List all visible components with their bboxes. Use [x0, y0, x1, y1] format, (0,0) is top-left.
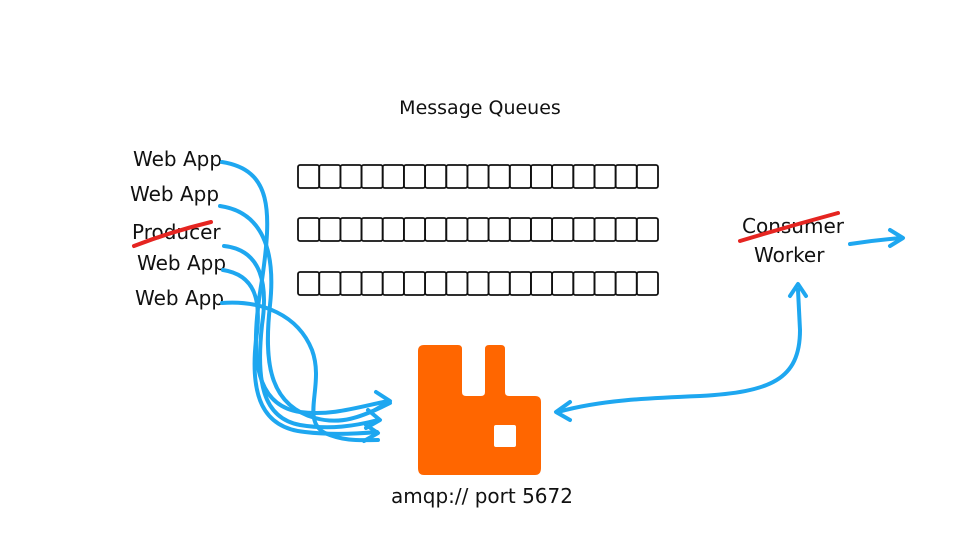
queue-cell: [530, 271, 554, 296]
broker-logo-shape: [418, 345, 541, 475]
queue-cell: [635, 217, 659, 242]
queue-cell: [530, 164, 554, 189]
worker-label: Worker: [754, 243, 825, 267]
consumer-strike-line: [738, 211, 840, 243]
queue-cell: [572, 164, 596, 189]
arrow-head: [362, 423, 380, 443]
producer-arrows: [218, 160, 392, 443]
queue-cell: [593, 217, 617, 242]
arrow-head: [788, 282, 808, 298]
broker-logo-window: [494, 425, 516, 447]
queue-cell: [339, 164, 363, 189]
queue-cell: [381, 271, 405, 296]
queue-cell: [402, 271, 426, 296]
queue-cell: [593, 271, 617, 296]
queue-cell: [381, 217, 405, 242]
arrow-head: [373, 390, 392, 412]
queue-cell: [572, 271, 596, 296]
queue-cell: [508, 217, 532, 242]
queue-cell: [508, 164, 532, 189]
queue-cell: [402, 217, 426, 242]
queue-cell: [318, 217, 342, 242]
queue-cell: [487, 217, 511, 242]
producer-arrow-2: [218, 204, 392, 423]
queue-cell: [551, 164, 575, 189]
arrow-head: [554, 400, 572, 422]
queue-cell: [445, 271, 469, 296]
queue-cell: [318, 271, 342, 296]
arrow-head: [888, 228, 905, 248]
queue-cell: [614, 271, 638, 296]
queue-cell: [445, 164, 469, 189]
queue-cell: [614, 164, 638, 189]
producer-arrow-3: [222, 244, 380, 430]
queue-cell: [381, 164, 405, 189]
worker-output-arrow: [848, 228, 905, 248]
queue-2: [297, 217, 659, 242]
queue-cell: [424, 164, 448, 189]
queue-cell: [593, 164, 617, 189]
queue-cell: [318, 164, 342, 189]
queue-cell: [530, 217, 554, 242]
broker-worker-line: [556, 288, 802, 414]
producer-arrow-1: [220, 160, 390, 416]
arrow-head: [364, 408, 382, 430]
queue-cell: [487, 271, 511, 296]
queue-cell: [360, 164, 384, 189]
producer-strike-line: [132, 220, 213, 248]
queue-cell: [424, 271, 448, 296]
queue-cell: [297, 164, 321, 189]
rabbitmq-logo: [418, 345, 541, 475]
queue-cell: [424, 217, 448, 242]
queue-cell: [466, 271, 490, 296]
queue-cell: [635, 271, 659, 296]
producer-label-2: Web App: [130, 182, 219, 206]
producer-arrow-5: [220, 300, 380, 443]
queue-cell: [360, 217, 384, 242]
producer-label-1: Web App: [133, 147, 222, 171]
queue-cell: [339, 217, 363, 242]
queue-cell: [551, 271, 575, 296]
queue-cell: [297, 271, 321, 296]
queue-cell: [402, 164, 426, 189]
broker-caption: amqp:// port 5672: [391, 484, 573, 508]
broker-worker-arrow: [554, 282, 808, 422]
queue-cell: [360, 271, 384, 296]
queue-cell: [508, 271, 532, 296]
queue-cell: [572, 217, 596, 242]
queues-group: [297, 164, 659, 296]
producer-arrow-4: [221, 268, 379, 436]
queue-1: [297, 164, 659, 189]
diagram-title: Message Queues: [399, 97, 561, 119]
queue-cell: [614, 217, 638, 242]
queue-cell: [551, 217, 575, 242]
queue-cell: [487, 164, 511, 189]
queue-cell: [635, 164, 659, 189]
worker-output-line: [848, 236, 904, 246]
producer-label-5: Web App: [135, 286, 224, 310]
queue-cell: [466, 164, 490, 189]
producer-label-4: Web App: [137, 251, 226, 275]
queue-cell: [466, 217, 490, 242]
queue-cell: [339, 271, 363, 296]
queue-3: [297, 271, 659, 296]
queue-cell: [445, 217, 469, 242]
queue-cell: [297, 217, 321, 242]
